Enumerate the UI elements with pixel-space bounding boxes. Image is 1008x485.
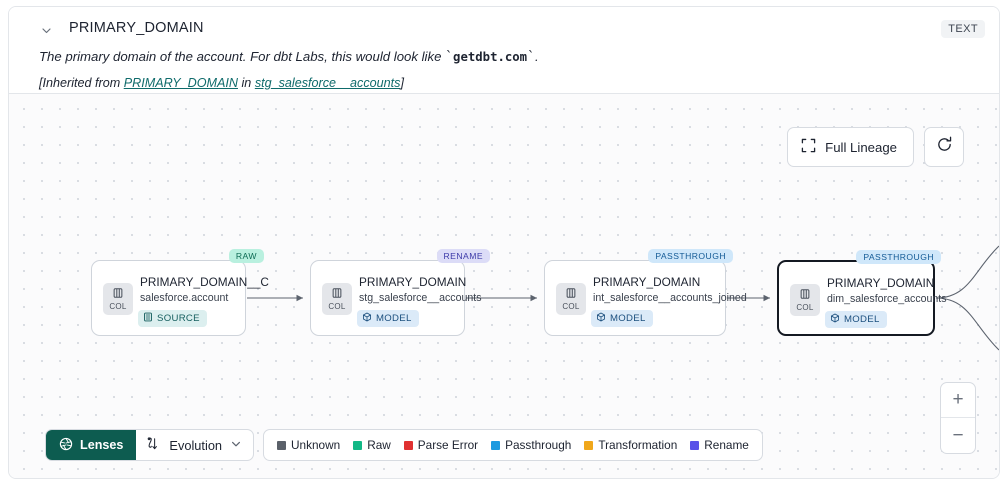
legend-swatch xyxy=(690,440,700,450)
inherited-model-link[interactable]: stg_salesforce__accounts xyxy=(254,76,401,90)
lenses-toolbar: Lenses Evolution xyxy=(45,429,255,461)
column-chip-label: COL xyxy=(562,302,580,311)
inherited-from-note: [Inherited from PRIMARY_DOMAIN in stg_sa… xyxy=(39,76,404,90)
aperture-icon xyxy=(59,437,73,454)
node-title: PRIMARY_DOMAIN xyxy=(827,276,935,290)
lineage-node[interactable]: PASSTHROUGH COL PRIMARY_DOMAIN int_sales… xyxy=(544,249,747,336)
legend-swatch xyxy=(491,440,501,450)
legend: Unknown Raw Parse Error Passthrough Tran… xyxy=(263,429,763,461)
legend-item-parse-error: Parse Error xyxy=(403,438,479,452)
expand-frame-icon xyxy=(801,138,816,156)
node-kind-label: SOURCE xyxy=(157,313,200,324)
zoom-controls: + − xyxy=(940,382,976,454)
lineage-controls: Full Lineage xyxy=(787,127,964,167)
column-icon xyxy=(565,287,577,301)
legend-swatch xyxy=(353,440,363,450)
node-kind-label: MODEL xyxy=(844,314,880,325)
column-icon xyxy=(799,288,811,302)
chevron-down-icon[interactable] xyxy=(39,23,53,37)
legend-label: Rename xyxy=(704,438,749,452)
node-title: PRIMARY_DOMAIN xyxy=(593,275,701,289)
description-text: The primary domain of the account. For d… xyxy=(39,49,446,64)
node-tag: PASSTHROUGH xyxy=(648,249,733,263)
refresh-icon xyxy=(936,136,953,158)
type-badge: TEXT xyxy=(941,20,985,38)
node-kind-badge: SOURCE xyxy=(138,310,207,327)
column-icon xyxy=(331,287,343,301)
legend-label: Parse Error xyxy=(417,438,479,452)
legend-label: Unknown xyxy=(291,438,341,452)
lineage-node[interactable]: RAW COL PRIMARY_DOMAIN__C salesforce.acc… xyxy=(91,249,269,336)
node-title: PRIMARY_DOMAIN__C xyxy=(140,275,269,289)
column-chip-label: COL xyxy=(109,302,127,311)
cube-icon xyxy=(596,312,606,325)
node-kind-label: MODEL xyxy=(376,313,412,324)
inherited-column-link[interactable]: PRIMARY_DOMAIN xyxy=(123,76,238,90)
description-code: getdbt.com xyxy=(453,50,528,64)
lineage-canvas[interactable]: Full Lineage + − RAW xyxy=(9,93,999,478)
legend-swatch xyxy=(403,440,413,450)
node-kind-badge: MODEL xyxy=(825,311,887,328)
column-lineage-panel: PRIMARY_DOMAIN TEXT The primary domain o… xyxy=(8,6,1000,479)
cube-icon xyxy=(830,313,840,326)
legend-item-raw: Raw xyxy=(353,438,391,452)
legend-swatch xyxy=(584,440,594,450)
lenses-label: Lenses xyxy=(80,438,124,452)
lineage-node[interactable]: RENAME COL PRIMARY_DOMAIN stg_salesforce… xyxy=(310,249,490,336)
inherit-prefix: [Inherited from xyxy=(39,76,124,90)
legend-swatch xyxy=(277,440,286,450)
node-subtitle: int_salesforce__accounts_joined xyxy=(593,292,747,304)
column-description: The primary domain of the account. For d… xyxy=(39,49,539,65)
node-kind-badge: MODEL xyxy=(357,310,419,327)
node-kind-label: MODEL xyxy=(610,313,646,324)
column-chip-label: COL xyxy=(328,302,346,311)
evolution-dropdown[interactable]: Evolution xyxy=(136,430,253,460)
column-icon xyxy=(112,287,124,301)
node-tag: RAW xyxy=(228,249,264,263)
node-tag: RENAME xyxy=(436,249,490,263)
node-title: PRIMARY_DOMAIN xyxy=(359,275,467,289)
evolution-icon xyxy=(146,436,161,454)
legend-label: Raw xyxy=(367,438,391,452)
database-icon xyxy=(143,312,153,325)
legend-item-rename: Rename xyxy=(690,438,749,452)
evolution-label: Evolution xyxy=(169,437,223,453)
zoom-out-button[interactable]: − xyxy=(952,424,964,446)
legend-label: Transformation xyxy=(598,438,678,452)
page-title: PRIMARY_DOMAIN xyxy=(69,20,204,36)
full-lineage-button[interactable]: Full Lineage xyxy=(787,127,914,167)
column-chip: COL xyxy=(556,283,586,315)
node-tag: PASSTHROUGH xyxy=(856,250,941,264)
node-subtitle: dim_salesforce_accounts xyxy=(827,293,947,305)
description-suffix: . xyxy=(535,49,539,64)
zoom-in-button[interactable]: + xyxy=(941,383,975,418)
panel-header: PRIMARY_DOMAIN TEXT The primary domain o… xyxy=(9,7,999,93)
node-subtitle: salesforce.account xyxy=(140,292,229,304)
lenses-button[interactable]: Lenses xyxy=(46,430,137,460)
full-lineage-label: Full Lineage xyxy=(825,139,897,155)
legend-label: Passthrough xyxy=(505,438,572,452)
chevron-down-icon xyxy=(230,438,242,453)
node-subtitle: stg_salesforce__accounts xyxy=(359,292,482,304)
column-chip-label: COL xyxy=(796,303,814,312)
legend-item-transformation: Transformation xyxy=(584,438,677,452)
lineage-node-selected[interactable]: PASSTHROUGH COL PRIMARY_DOMAIN dim_sales… xyxy=(777,250,947,336)
legend-item-passthrough: Passthrough xyxy=(491,438,571,452)
inherit-suffix: ] xyxy=(400,76,404,90)
refresh-button[interactable] xyxy=(924,127,964,167)
inherit-middle: in xyxy=(238,76,255,90)
cube-icon xyxy=(362,312,372,325)
column-chip: COL xyxy=(322,283,352,315)
node-kind-badge: MODEL xyxy=(591,310,653,327)
legend-item-unknown: Unknown xyxy=(277,438,340,452)
column-chip: COL xyxy=(790,284,820,316)
column-chip: COL xyxy=(103,283,133,315)
